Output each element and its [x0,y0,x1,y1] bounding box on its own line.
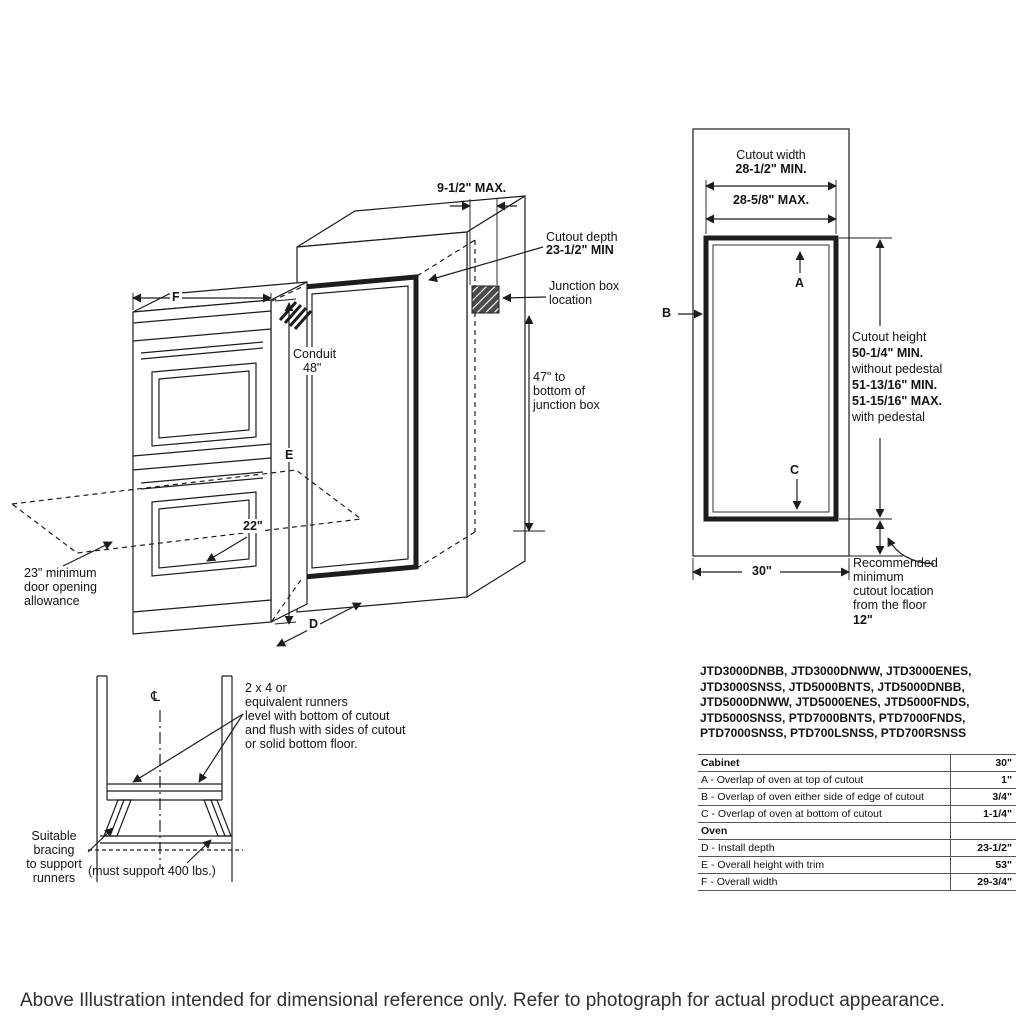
cabinet-drawing [296,194,526,613]
projection-lines [10,286,363,622]
row-value: 3/4" [950,788,1016,806]
table-row: Oven [698,822,1016,840]
cutout-height-min-no-pedestal: 50-1/4" MIN. [852,346,924,360]
overlap-c-label: C [790,463,800,477]
model-list: JTD3000DNBB, JTD3000DNWW, JTD3000ENES, J… [700,664,972,741]
cutout-height-min-pedestal: 51-13/16" MIN. [852,378,938,392]
row-label: C - Overlap of oven at bottom of cutout [698,805,951,823]
row-label: B - Overlap of oven either side of edge … [698,788,951,806]
cutout-width-min: 28-1/2" MIN. [735,162,807,176]
row-label: F - Overall width [698,873,951,891]
row-value: 29-3/4" [950,873,1016,891]
dim-30: 30" [750,564,774,578]
cutout-width-max: 28-5/8" MAX. [732,193,810,207]
row-value: 30" [950,754,1016,772]
overlap-a-label: A [795,276,805,290]
centerline-symbol: ℄ [151,689,160,705]
caption: Above Illustration intended for dimensio… [20,990,945,1011]
row-label: E - Overall height with trim [698,856,951,874]
dim-label-f: F [170,290,182,304]
dim-9-half-max: 9-1/2" MAX. [437,181,507,195]
floor-location-note: Recommended minimum cutout location from… [853,556,938,612]
conduit-length: 48" [301,361,324,375]
dim-22: 22" [241,519,265,533]
row-value [950,822,1016,840]
row-value: 53" [950,856,1016,874]
support-weight-label: (must support 400 lbs.) [88,864,216,878]
cutout-front-view-drawing [678,128,935,580]
door-allowance-label: 23" minimum door opening allowance [24,566,97,608]
cutout-height-note-pedestal: with pedestal [852,410,925,424]
runner-diagram-drawing [87,675,244,882]
row-value: 23-1/2" [950,839,1016,857]
cutout-height-max-pedestal: 51-15/16" MAX. [852,394,942,408]
table-row: B - Overlap of oven either side of edge … [698,788,1016,806]
junction-box-location-label: Junction box location [549,279,620,307]
floor-location-value: 12" [853,613,873,627]
dim-label-d: D [307,617,321,631]
junction-box-icon [471,285,500,314]
dim-label-e: E [283,448,296,462]
overlap-b-label: B [662,306,672,320]
row-label: Cabinet [698,754,951,772]
row-value: 1" [950,771,1016,789]
conduit-label: Conduit [291,347,339,361]
cutout-height-note-no-pedestal: without pedestal [852,362,943,376]
cutout-width-title: Cutout width [736,148,806,162]
row-label: A - Overlap of oven at top of cutout [698,771,951,789]
cutout-depth-title: Cutout depth [546,230,618,244]
cutout-height-title: Cutout height [852,330,927,344]
row-value: 1-1/4" [950,805,1016,823]
row-label: Oven [698,822,951,840]
cutout-depth-value: 23-1/2" MIN [546,243,614,257]
runner-note: 2 x 4 or equivalent runners level with b… [245,681,406,751]
junction-height-label: 47" to bottom of junction box [533,370,600,412]
row-label: D - Install depth [698,839,951,857]
bracing-label: Suitable bracing to support runners [26,829,82,885]
